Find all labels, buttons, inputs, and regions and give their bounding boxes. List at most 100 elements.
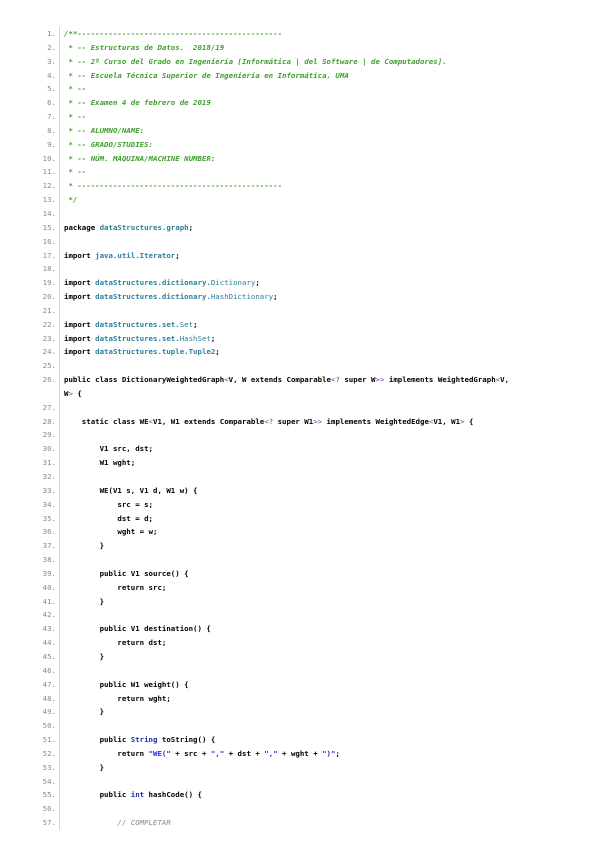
line-text [60, 235, 64, 249]
code-token: dataStructures.dictionary. [95, 292, 211, 302]
line-number: 37. [30, 539, 60, 554]
line-number [30, 386, 60, 401]
line-number: 10. [30, 151, 60, 166]
code-token: import [64, 319, 96, 329]
line-text: * -- Estructuras de Datos. 2018/19 [60, 41, 224, 55]
line-text: import dataStructures.set.HashSet; [60, 332, 215, 346]
line-text [60, 802, 64, 816]
code-token: HashDictionary [210, 292, 274, 302]
line-text: } [60, 650, 104, 664]
code-token: java.util.Iterator [95, 250, 176, 260]
code-token: public class [64, 375, 122, 385]
line-number: 47. [30, 677, 60, 692]
code-line: 27. [30, 400, 590, 415]
line-number: 3. [30, 54, 60, 69]
code-token: src = s; [64, 499, 153, 509]
line-number: 4. [30, 68, 60, 83]
code-token: ; [255, 278, 260, 288]
code-line: 53. } [30, 760, 590, 775]
line-number: 2. [30, 40, 60, 55]
code-listing: 1./**-----------------------------------… [30, 27, 590, 830]
code-token: } [64, 541, 105, 551]
line-number: 17. [30, 248, 60, 263]
code-token: ; [215, 347, 220, 357]
line-number: 7. [30, 110, 60, 124]
code-line: 47. public W1 weight() { [30, 677, 590, 692]
code-token: import [64, 347, 96, 357]
line-text: import dataStructures.dictionary.HashDic… [60, 290, 278, 304]
code-line: 24.import dataStructures.tuple.Tuple2; [30, 345, 590, 360]
code-token: return dst; [64, 638, 167, 648]
line-text: * -- [60, 82, 86, 96]
code-line: 56. [30, 802, 590, 817]
code-line: 55. public int hashCode() { [30, 788, 590, 803]
code-token: // COMPLETAR [64, 818, 171, 828]
code-token: dst = d; [64, 513, 153, 523]
line-text [60, 553, 64, 567]
code-line: 52. return "WE(" + src + "," + dst + ","… [30, 746, 590, 761]
code-line: 36. wght = w; [30, 525, 590, 540]
code-line: 37. } [30, 539, 590, 554]
line-number: 27. [30, 400, 60, 415]
line-number: 56. [30, 802, 60, 817]
code-token: * -- [64, 112, 87, 122]
line-number: 8. [30, 123, 60, 138]
code-token: <? [331, 375, 340, 385]
line-text: * -- [60, 165, 86, 179]
code-line: 45. } [30, 649, 590, 664]
line-number: 34. [30, 497, 60, 512]
line-text: * -- Examen 4 de febrero de 2019 [60, 96, 210, 110]
code-line: 50. [30, 719, 590, 734]
code-token: public V1 destination() { [64, 624, 211, 634]
line-number: 12. [30, 179, 60, 194]
code-line: 35. dst = d; [30, 511, 590, 526]
line-text: import dataStructures.dictionary.Diction… [60, 276, 260, 290]
code-line: 7. * -- [30, 110, 590, 124]
code-token: ; [175, 250, 180, 260]
code-token: dataStructures.set. [95, 319, 180, 329]
code-token: return src; [64, 582, 167, 592]
code-token: >> [375, 375, 385, 385]
code-token: > [460, 416, 465, 426]
code-token: Set [179, 319, 194, 329]
line-text [60, 470, 64, 484]
line-text: public String toString() { [60, 733, 216, 747]
line-text: * -- NÚM. MÁQUINA/MACHINE NUMBER: [60, 152, 215, 166]
code-token: public W1 weight() { [64, 679, 189, 689]
line-number: 29. [30, 428, 60, 443]
line-text: public V1 source() { [60, 567, 189, 581]
line-number: 26. [30, 373, 60, 387]
code-line: 9. * -- GRADO/STUDIES: [30, 137, 590, 152]
code-token: dataStructures.set. [95, 333, 180, 343]
code-line: 33. WE(V1 s, V1 d, W1 w) { [30, 483, 590, 498]
line-number: 25. [30, 359, 60, 374]
line-text: import dataStructures.set.Set; [60, 318, 198, 332]
line-text: package dataStructures.graph; [60, 221, 193, 235]
code-token: <? [264, 416, 274, 426]
code-token: import [64, 333, 96, 343]
code-token: public [64, 790, 131, 800]
line-number: 15. [30, 220, 60, 235]
line-number: 38. [30, 553, 60, 567]
code-line: 41. } [30, 594, 590, 609]
code-token: + src + [170, 748, 211, 758]
code-line: 43. public V1 destination() { [30, 622, 590, 637]
code-token: toString() { [157, 735, 216, 745]
code-token: < [224, 375, 229, 385]
line-number: 16. [30, 234, 60, 249]
code-token: */ [64, 195, 78, 205]
code-token: ")" [322, 748, 336, 758]
code-token: dataStructures.tuple.Tuple2 [95, 347, 216, 357]
code-token: int [130, 790, 145, 800]
code-token: } [64, 762, 105, 772]
code-token: implements WeightedEdge [322, 416, 429, 426]
code-line: 30. V1 src, dst; [30, 442, 590, 457]
line-text: return src; [60, 581, 166, 595]
code-line: W> { [30, 386, 590, 401]
line-number: 48. [30, 691, 60, 706]
line-text [60, 262, 64, 276]
line-text: * -- Escuela Técnica Superior de Ingenie… [60, 69, 348, 83]
line-text: } [60, 761, 104, 775]
line-text [60, 207, 64, 221]
code-line: 3. * -- 2º Curso del Grado en Ingeniería… [30, 54, 590, 69]
